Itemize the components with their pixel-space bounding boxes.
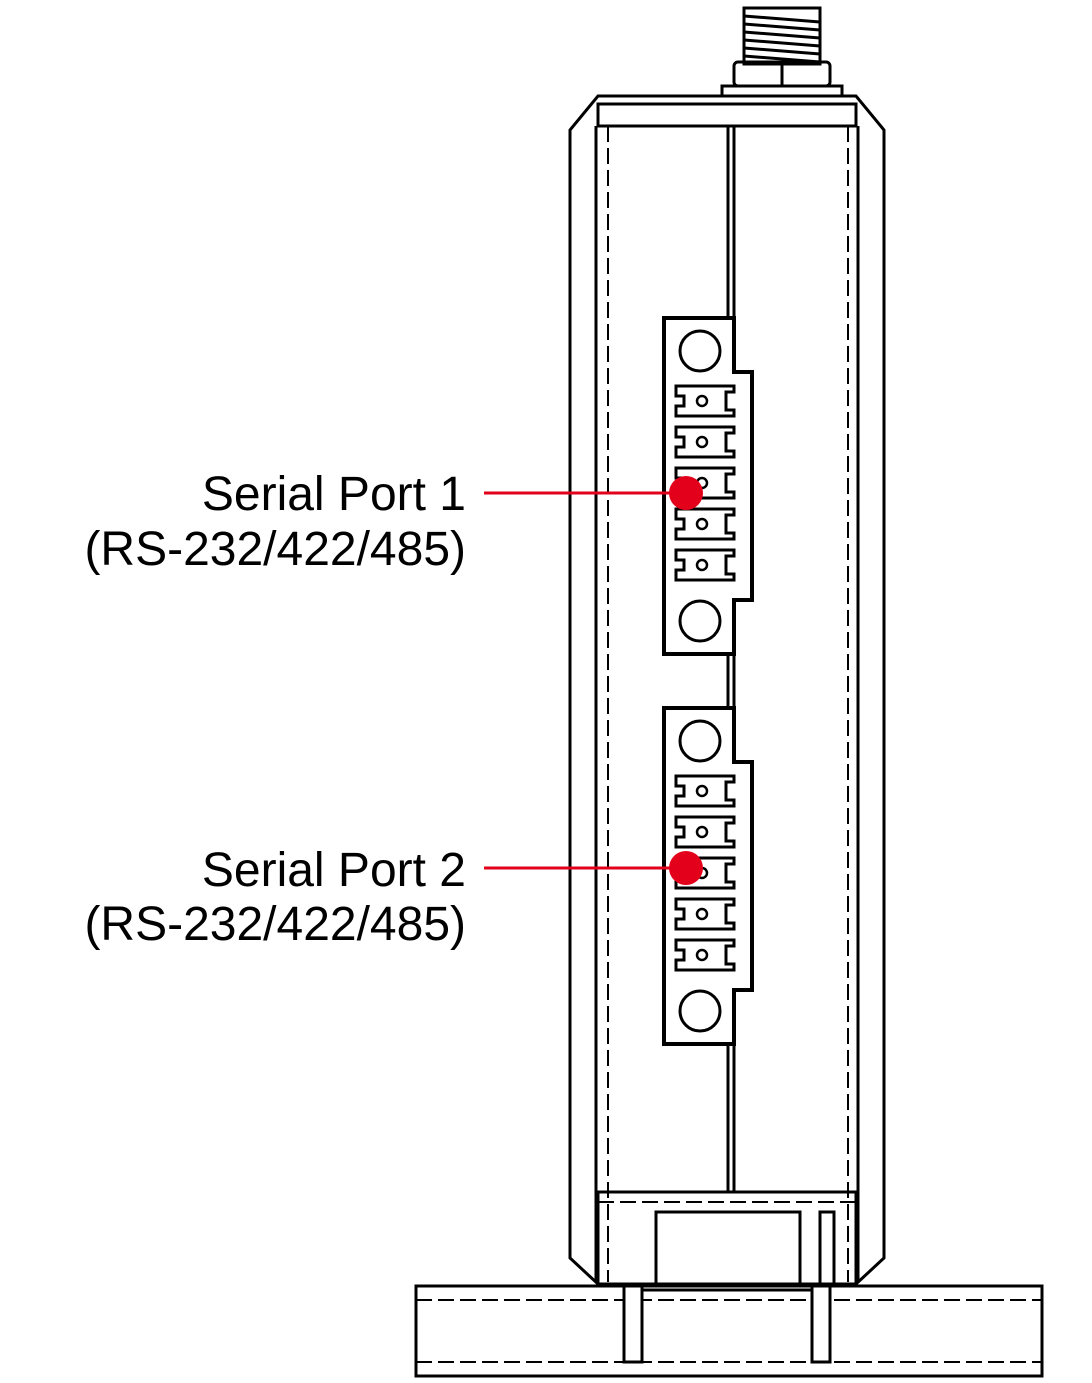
terminal-pin-screw bbox=[695, 907, 709, 921]
terminal-block-outline bbox=[662, 316, 754, 656]
terminal-pin-screw bbox=[695, 517, 709, 531]
terminal-pin-slot bbox=[674, 425, 736, 459]
screw-hole bbox=[678, 989, 722, 1033]
terminal-pin-slot bbox=[674, 384, 736, 418]
antenna-connector bbox=[720, 6, 844, 98]
terminal-pin-screw bbox=[695, 558, 709, 572]
screw-hole bbox=[678, 329, 722, 373]
terminal-pin-slot bbox=[674, 507, 736, 541]
callout-title: Serial Port 1 bbox=[202, 468, 466, 521]
terminal-pin-screw bbox=[695, 394, 709, 408]
terminal-pin-slot bbox=[674, 938, 736, 972]
device-enclosure bbox=[568, 94, 886, 1286]
terminal-block-outline bbox=[662, 706, 754, 1046]
terminal-pin-slot bbox=[674, 897, 736, 931]
callout-marker-dot bbox=[669, 476, 703, 510]
callout-serial-port-2: Serial Port 2 (RS-232/422/485) bbox=[84, 844, 703, 951]
screw-hole bbox=[678, 599, 722, 643]
callout-subtitle: (RS-232/422/485) bbox=[84, 898, 466, 951]
terminal-pin-slot bbox=[674, 548, 736, 582]
screw-hole bbox=[678, 719, 722, 763]
terminal-pin-screw bbox=[695, 825, 709, 839]
callout-title: Serial Port 2 bbox=[202, 844, 466, 897]
callout-subtitle: (RS-232/422/485) bbox=[84, 523, 466, 576]
terminal-pin-screw bbox=[695, 948, 709, 962]
callout-serial-port-1: Serial Port 1 (RS-232/422/485) bbox=[84, 468, 703, 576]
terminal-pin-screw bbox=[695, 784, 709, 798]
din-rail bbox=[414, 1284, 1044, 1378]
terminal-pin-slot bbox=[674, 815, 736, 849]
callout-marker-dot bbox=[669, 851, 703, 885]
serial-port-2-terminal-block bbox=[662, 706, 754, 1046]
terminal-pin-slot bbox=[674, 774, 736, 808]
terminal-pin-screw bbox=[695, 435, 709, 449]
